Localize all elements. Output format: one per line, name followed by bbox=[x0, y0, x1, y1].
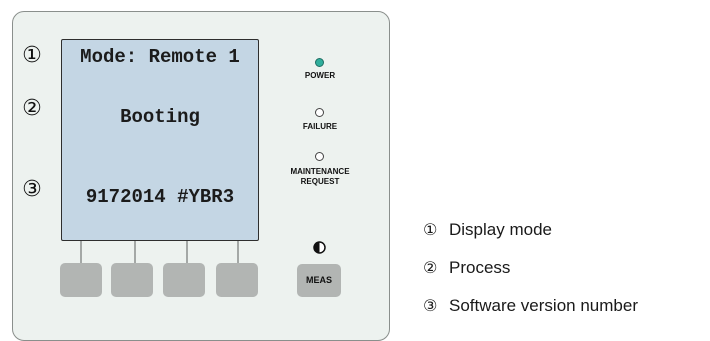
softkey-4[interactable] bbox=[216, 263, 258, 297]
softkey-stem bbox=[134, 241, 136, 265]
power-label: POWER bbox=[304, 71, 336, 80]
softkey-stem bbox=[80, 241, 82, 265]
callout-1: ① bbox=[22, 43, 42, 68]
lcd-display bbox=[61, 39, 259, 241]
meas-button[interactable]: MEAS bbox=[297, 264, 341, 297]
softkey-stem bbox=[237, 241, 239, 265]
softkey-2[interactable] bbox=[111, 263, 153, 297]
power-led bbox=[315, 58, 324, 67]
legend-text: Display mode bbox=[449, 220, 552, 239]
failure-label: FAILURE bbox=[302, 122, 338, 131]
legend-number: ② bbox=[423, 258, 438, 277]
legend-text: Process bbox=[449, 258, 511, 277]
legend-number: ③ bbox=[423, 296, 438, 315]
legend-item-display-mode: ① Display mode bbox=[423, 218, 552, 242]
maintenance-request-label: MAINTENANCE REQUEST bbox=[290, 167, 350, 186]
legend-number: ① bbox=[423, 220, 438, 239]
software-version-line: 9172014 #YBR3 bbox=[85, 186, 235, 208]
callout-2: ② bbox=[22, 96, 42, 121]
softkey-1[interactable] bbox=[60, 263, 102, 297]
legend-item-software-version: ③ Software version number bbox=[423, 294, 638, 318]
softkey-3[interactable] bbox=[163, 263, 205, 297]
maintenance-led bbox=[315, 152, 324, 161]
failure-led bbox=[315, 108, 324, 117]
softkey-stem bbox=[186, 241, 188, 265]
callout-3: ③ bbox=[22, 177, 42, 202]
legend-text: Software version number bbox=[449, 296, 638, 315]
process-status-line: Booting bbox=[120, 106, 200, 128]
display-mode-line: Mode: Remote 1 bbox=[80, 46, 240, 68]
contrast-icon[interactable] bbox=[313, 241, 326, 254]
legend-item-process: ② Process bbox=[423, 256, 510, 280]
